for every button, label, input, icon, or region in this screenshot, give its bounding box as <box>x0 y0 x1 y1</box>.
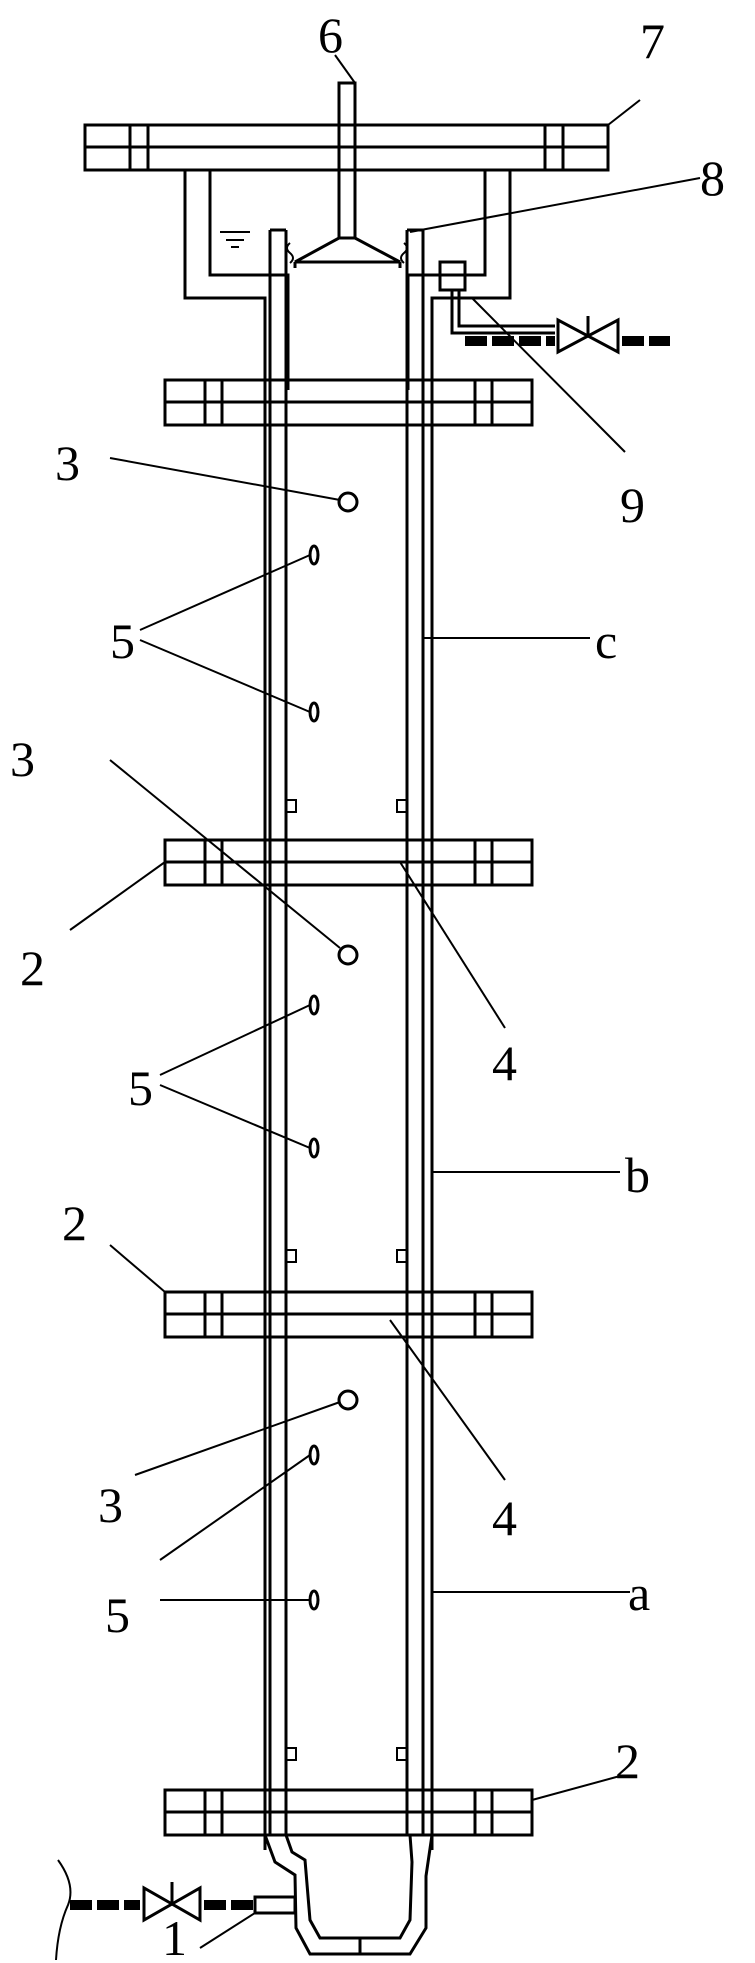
sensor-probes <box>308 544 320 1611</box>
label-6: 6 <box>318 7 343 63</box>
label-5-lower: 5 <box>105 1587 130 1643</box>
label-5-upper: 5 <box>110 613 135 669</box>
label-3-middle: 3 <box>10 731 35 787</box>
label-b: b <box>625 1147 650 1203</box>
support-lugs <box>286 799 407 1761</box>
inlet-pipe <box>55 1859 297 1961</box>
sampling-port-middle <box>337 944 359 966</box>
label-3-upper: 3 <box>55 435 80 491</box>
label-9: 9 <box>620 477 645 533</box>
label-7: 7 <box>640 13 665 69</box>
bottom-cone <box>263 1834 434 1956</box>
overflow-weir <box>268 228 425 1835</box>
sampling-port-lower <box>337 1389 359 1411</box>
label-4-upper: 4 <box>492 1035 517 1091</box>
label-5-middle: 5 <box>128 1060 153 1116</box>
label-2-lower: 2 <box>615 1733 640 1789</box>
label-2-middle: 2 <box>62 1195 87 1251</box>
label-3-lower: 3 <box>98 1477 123 1533</box>
label-1: 1 <box>162 1910 187 1963</box>
top-flange <box>83 123 610 172</box>
outlet-pipe <box>438 260 670 355</box>
top-tank <box>183 170 512 390</box>
label-c: c <box>595 613 617 669</box>
flange-1 <box>163 378 534 427</box>
label-a: a <box>628 1565 650 1621</box>
distributor-funnel <box>293 81 402 268</box>
leader-lines <box>69 54 701 1949</box>
label-8: 8 <box>700 150 725 206</box>
column-outer-walls <box>263 390 434 1850</box>
label-2-upper: 2 <box>20 940 45 996</box>
sampling-port-upper <box>337 491 359 513</box>
flange-4 <box>163 1788 534 1837</box>
label-4-lower: 4 <box>492 1490 517 1546</box>
